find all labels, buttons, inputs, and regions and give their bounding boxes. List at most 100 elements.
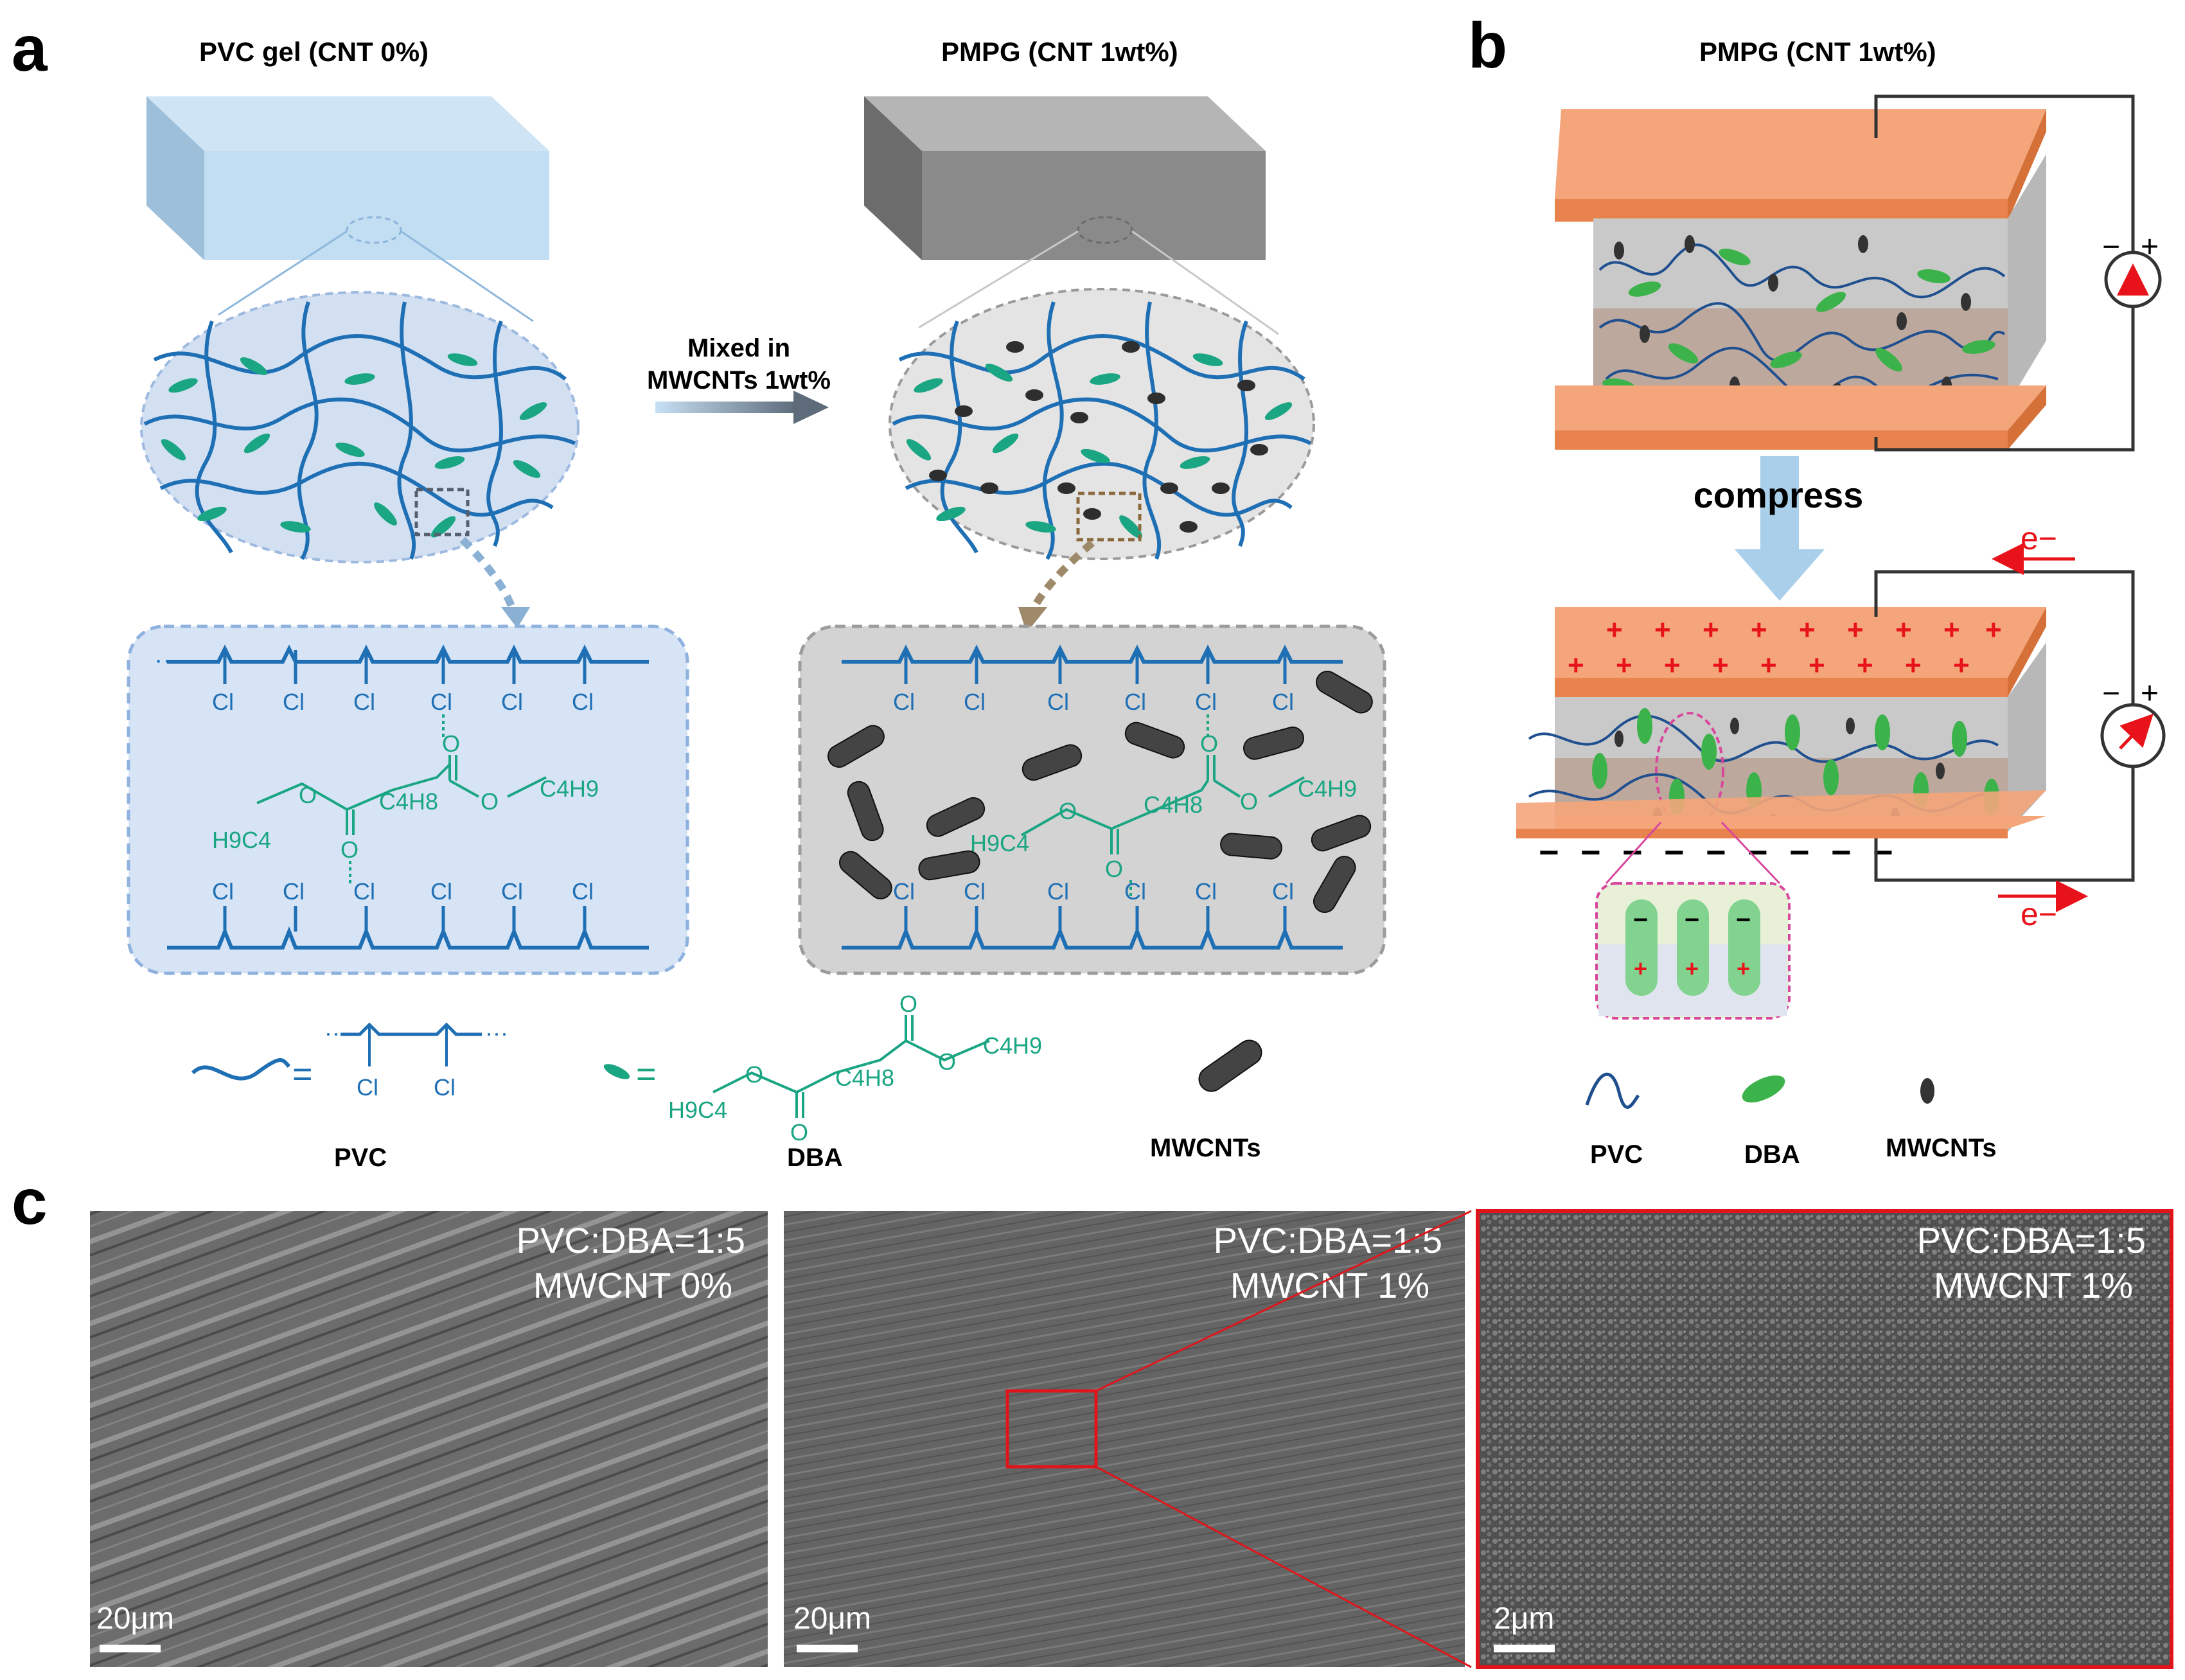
o-label: O xyxy=(745,1061,763,1088)
sem1-line2: MWCNT 0% xyxy=(533,1265,732,1305)
sem2-line2: MWCNT 1% xyxy=(1230,1265,1429,1305)
minus-charge: − xyxy=(1633,906,1648,934)
cl-label: Cl xyxy=(1272,689,1294,715)
mwcnt-legend-icon xyxy=(1198,1039,1262,1092)
pmpg-network-ellipse xyxy=(889,288,1315,633)
arrow-label-line2: MWCNTs 1wt% xyxy=(647,366,831,394)
plus-charge: + xyxy=(1760,650,1777,681)
cnt-icon xyxy=(1311,815,1372,852)
panel-a: a PVC gel (CNT 0%) PMPG (CNT 1wt%) xyxy=(12,13,1386,1172)
o-label: O xyxy=(442,730,460,757)
plus-charge: + xyxy=(1606,614,1623,646)
cl-label: Cl xyxy=(964,878,986,905)
plus-charge: + xyxy=(1799,614,1816,646)
legend-mwcnts-label: MWCNTs xyxy=(1886,1134,1997,1162)
zoom-region-box xyxy=(1005,1389,1098,1469)
cnt-icon xyxy=(1316,671,1373,714)
legend-pvc-label: PVC xyxy=(334,1144,387,1172)
plus-charge: + xyxy=(1664,650,1681,681)
minus-sign: − xyxy=(2102,230,2120,264)
plus-charge: + xyxy=(1857,650,1873,681)
o-label: O xyxy=(1200,730,1218,757)
sem3-line2: MWCNT 1% xyxy=(1934,1265,2133,1305)
cl-label: Cl xyxy=(357,1074,378,1101)
right-title: PMPG (CNT 1wt%) xyxy=(941,37,1178,67)
cl-label: Cl xyxy=(893,878,915,905)
cnt-icon xyxy=(918,850,980,881)
plus-charge: + xyxy=(1943,614,1960,646)
cnt-icon xyxy=(827,725,885,768)
sem-image-1: PVC:DBA=1:5 MWCNT 0% 20μm xyxy=(90,1211,768,1667)
h9c4-label: H9C4 xyxy=(212,827,271,853)
h9c4-label: H9C4 xyxy=(970,830,1029,856)
o-label: O xyxy=(1105,856,1123,882)
pvc-gel-block xyxy=(146,96,549,323)
cl-label: Cl xyxy=(1124,878,1146,905)
plus-charge: + xyxy=(1654,614,1671,646)
cl-label: Cl xyxy=(353,878,375,905)
plus-charge: + xyxy=(1685,955,1699,982)
equals-sign: = xyxy=(636,1055,657,1093)
pvc-network-ellipse xyxy=(140,291,579,628)
panel-c: c PVC:DBA=1:5 MWCNT 0% 20μm PVC:DBA=1:5 … xyxy=(12,1166,2173,1669)
c4h9-label: C4H9 xyxy=(540,775,599,802)
legend-mwcnts-label: MWCNTs xyxy=(1150,1134,1261,1162)
cl-label: Cl xyxy=(430,878,452,905)
plus-charge: + xyxy=(1616,650,1632,681)
cl-label: Cl xyxy=(283,689,305,715)
compress-arrow: compress xyxy=(1694,456,1863,601)
cl-label: Cl xyxy=(893,689,915,715)
scale-bar xyxy=(100,1645,161,1652)
plus-charge: + xyxy=(1568,650,1584,681)
c4h9-label: C4H9 xyxy=(983,1032,1042,1059)
cnt-icon xyxy=(839,851,892,899)
plus-charge: + xyxy=(1703,614,1719,646)
cl-label: Cl xyxy=(572,878,594,905)
o-label: O xyxy=(481,788,499,815)
sem3-scale-label: 2μm xyxy=(1494,1602,1554,1636)
minus-charge: − xyxy=(1580,833,1601,872)
legend-pvc-label: PVC xyxy=(1590,1140,1643,1169)
cl-label: Cl xyxy=(1195,878,1217,905)
cnt-icon xyxy=(926,797,986,837)
panel-b-legend: PVC DBA MWCNTs xyxy=(1585,1072,1997,1169)
c4h8-label: C4H8 xyxy=(379,788,438,815)
legend-dba-label: DBA xyxy=(787,1144,843,1172)
cl-label: Cl xyxy=(964,689,986,715)
equals-sign: = xyxy=(292,1055,313,1093)
scale-bar xyxy=(1494,1645,1555,1652)
o-label: O xyxy=(790,1119,808,1145)
minus-charge: − xyxy=(1539,833,1559,872)
cnt-icon xyxy=(847,781,884,842)
cl-label: Cl xyxy=(430,689,452,715)
electron-label: e− xyxy=(2021,896,2057,932)
legend-dba-label: DBA xyxy=(1744,1140,1800,1169)
sem2-scale-label: 20μm xyxy=(793,1602,871,1636)
c4h8-label: C4H8 xyxy=(835,1065,894,1091)
sem-image-2: PVC:DBA=1:5 MWCNT 1% 20μm xyxy=(784,1210,1472,1668)
panel-b-label: b xyxy=(1468,10,1507,82)
sem3-line1: PVC:DBA=1:5 xyxy=(1917,1220,2146,1260)
cl-label: Cl xyxy=(1047,689,1069,715)
plus-sign: + xyxy=(2141,676,2159,711)
cnt-icon xyxy=(1313,856,1356,913)
plus-charge: + xyxy=(1712,650,1729,681)
o-label: O xyxy=(899,991,917,1017)
plus-charge: + xyxy=(1953,650,1970,681)
cl-label: Cl xyxy=(572,689,594,715)
dba-ellipse-icon xyxy=(1742,1075,1785,1103)
plus-charge: + xyxy=(1634,955,1647,982)
o-label: O xyxy=(938,1048,956,1075)
cl-label: Cl xyxy=(434,1074,456,1101)
minus-charge: − xyxy=(1736,906,1751,934)
cl-label: Cl xyxy=(501,878,523,905)
plus-charge: + xyxy=(1751,614,1767,646)
plus-charge: + xyxy=(1905,650,1922,681)
dots: ··· xyxy=(324,1020,348,1046)
panel-a-label: a xyxy=(12,13,48,85)
plus-charge: + xyxy=(1895,614,1912,646)
cnt-icon xyxy=(1124,721,1185,759)
minus-charge: − xyxy=(1706,833,1726,872)
pmpg-block xyxy=(864,96,1279,335)
plus-charge: + xyxy=(1737,955,1750,982)
